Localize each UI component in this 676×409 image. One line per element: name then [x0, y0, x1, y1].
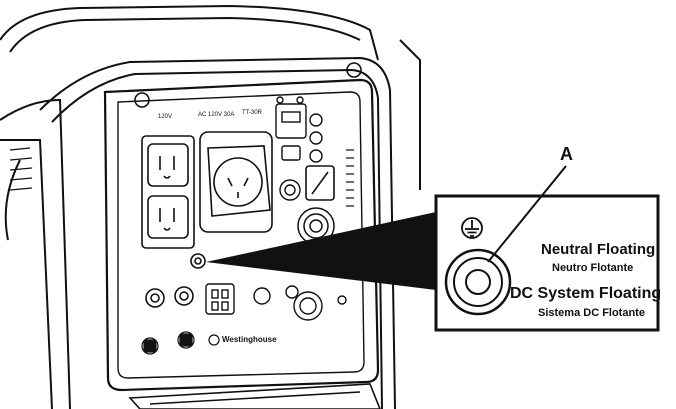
bottom-vent-grille: [128, 383, 381, 409]
engine-switch: [305, 165, 335, 201]
panel-screw-top-right: [346, 62, 362, 78]
generator-housing: [0, 4, 421, 409]
dc-outlets: [145, 286, 194, 308]
dc-system-floating-label: DC System Floating: [510, 285, 661, 302]
ground-terminal-icon: [444, 248, 512, 316]
usb-and-indicator-cluster: [275, 96, 323, 201]
callout-leader-line: [487, 165, 567, 263]
left-outlet-rating: 120V: [158, 114, 172, 120]
neutral-floating-label: Neutral Floating: [541, 241, 655, 258]
rating-labels: 120V AC 120V 30A TT-30R: [158, 110, 263, 120]
center-outlet-rating: AC 120V 30A: [198, 112, 234, 118]
brand-name: Westinghouse: [222, 335, 277, 344]
neutral-floating-terminal: [190, 253, 206, 269]
right-outlet-rating: TT-30R: [242, 110, 263, 116]
parallel-port: [205, 283, 235, 315]
circuit-breakers: [141, 331, 195, 355]
callout-pointer: [206, 212, 436, 290]
ground-symbol-icon: [461, 217, 483, 239]
lower-right-controls: [253, 285, 347, 321]
duplex-outlet: [141, 135, 195, 249]
neutral-floating-label-es: Neutro Flotante: [552, 262, 633, 274]
panel-vent-slots: [346, 149, 354, 207]
callout-letter: A: [560, 144, 573, 164]
dc-system-floating-label-es: Sistema DC Flotante: [538, 307, 645, 319]
brand-logo: Westinghouse: [208, 334, 277, 346]
panel-screw-top-left: [134, 92, 150, 108]
callout-box: Neutral Floating Neutro Flotante DC Syst…: [434, 194, 661, 332]
housing-vents: [9, 147, 33, 191]
tt30r-outlet: [199, 131, 273, 233]
